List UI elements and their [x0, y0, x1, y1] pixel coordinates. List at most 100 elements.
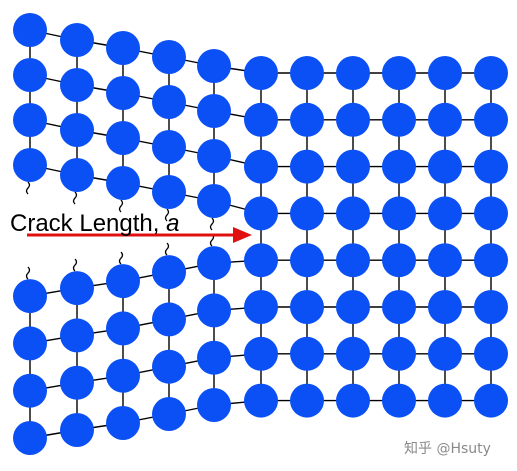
atom: [13, 279, 47, 314]
atom: [106, 76, 140, 110]
atom: [13, 58, 47, 92]
atom: [152, 397, 186, 431]
crack-length-label: Crack Length, a: [10, 210, 179, 237]
atom: [60, 68, 94, 102]
atom: [382, 56, 416, 90]
atom: [244, 290, 278, 324]
atom: [13, 148, 47, 182]
atom: [13, 373, 47, 408]
atom: [13, 326, 47, 361]
atom: [197, 246, 231, 281]
atom: [106, 31, 140, 65]
atom: [106, 121, 140, 155]
atom: [474, 149, 508, 184]
atom: [382, 102, 416, 137]
atom: [290, 336, 324, 371]
atom: [336, 290, 370, 324]
atom: [336, 56, 370, 90]
atom: [244, 336, 278, 371]
atom: [474, 290, 508, 324]
atom: [474, 56, 508, 90]
atom: [336, 383, 370, 418]
atom: [197, 49, 231, 83]
atom: [106, 311, 140, 346]
atom: [197, 340, 231, 375]
atom: [13, 13, 47, 47]
atom: [428, 336, 462, 371]
atom: [60, 413, 94, 447]
atom: [474, 196, 508, 231]
atom: [336, 243, 370, 278]
atom: [382, 243, 416, 278]
atom: [197, 139, 231, 173]
atom: [60, 113, 94, 147]
atom: [106, 166, 140, 200]
atom: [152, 349, 186, 384]
atom: [197, 184, 231, 218]
atom: [152, 40, 186, 74]
atom: [382, 196, 416, 231]
broken-bond-mark: [25, 181, 31, 195]
atom: [474, 102, 508, 137]
atom: [428, 243, 462, 278]
atom: [474, 383, 508, 418]
atom: [336, 336, 370, 371]
atom: [382, 290, 416, 324]
atom: [60, 271, 94, 306]
atom: [197, 94, 231, 128]
broken-bond-mark: [25, 266, 31, 280]
atom: [290, 243, 324, 278]
atom: [244, 56, 278, 90]
atom: [244, 383, 278, 418]
atom: [106, 358, 140, 393]
atom: [106, 406, 140, 440]
broken-bond-layer: [25, 181, 215, 280]
atom: [382, 383, 416, 418]
atom: [60, 158, 94, 192]
broken-bond-mark: [164, 208, 170, 222]
atom: [290, 196, 324, 231]
atom: [244, 196, 278, 231]
atom: [336, 196, 370, 231]
atom: [13, 103, 47, 137]
crack-arrow: [27, 227, 252, 243]
atom: [382, 149, 416, 184]
atom: [60, 318, 94, 353]
crack-length-variable: a: [166, 210, 179, 237]
atom: [152, 85, 186, 119]
broken-bond-mark: [209, 217, 215, 231]
atom: [290, 383, 324, 418]
broken-bond-mark: [72, 258, 78, 272]
atom: [428, 290, 462, 324]
atom: [428, 383, 462, 418]
broken-bond-mark: [164, 242, 170, 256]
atom: [244, 243, 278, 278]
atom: [60, 365, 94, 400]
atom: [290, 149, 324, 184]
atom: [428, 149, 462, 184]
broken-bond-mark: [72, 191, 78, 205]
atom: [336, 102, 370, 137]
atom: [474, 243, 508, 278]
atom: [13, 421, 47, 455]
atom: [152, 175, 186, 209]
atom: [197, 293, 231, 328]
atom: [428, 56, 462, 90]
atom: [474, 336, 508, 371]
broken-bond-mark: [118, 251, 124, 265]
atom: [382, 336, 416, 371]
atom: [428, 102, 462, 137]
atom: [244, 149, 278, 184]
crack-length-label-text: Crack Length,: [10, 210, 166, 237]
watermark: 知乎 @Hsuty: [404, 440, 491, 457]
atom-layer: [13, 13, 508, 455]
atom: [290, 290, 324, 324]
atom: [290, 56, 324, 90]
atom: [197, 388, 231, 422]
atom: [106, 264, 140, 299]
atom: [290, 102, 324, 137]
atom: [152, 255, 186, 290]
atom: [60, 23, 94, 57]
atom: [428, 196, 462, 231]
